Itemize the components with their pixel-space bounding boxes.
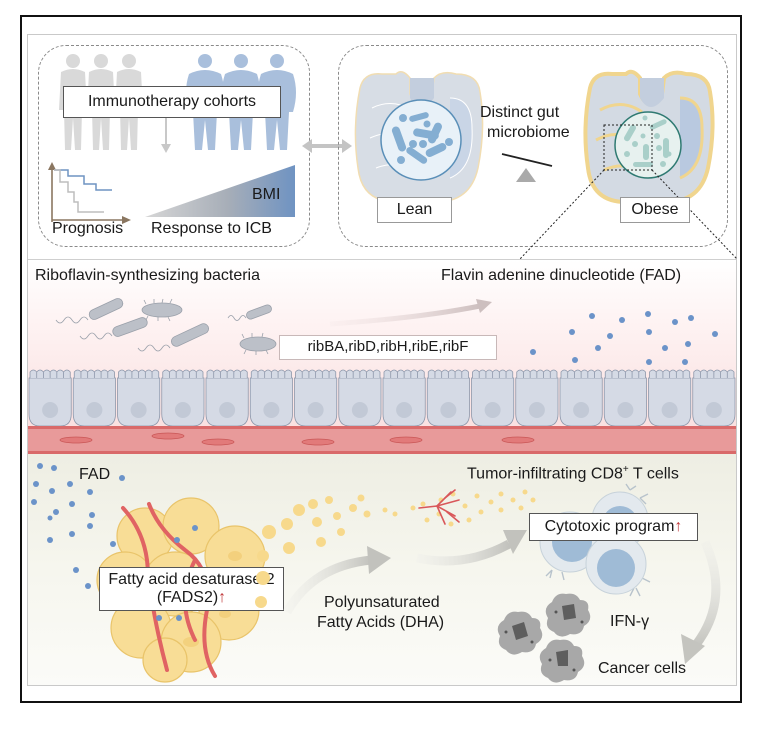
- microbiome-panel: [338, 45, 728, 247]
- flagellated-bacterium-icon: [55, 298, 124, 324]
- pufa-label-line1: Polyunsaturated: [324, 594, 440, 611]
- microbiome-label-line2: microbiome: [487, 124, 570, 141]
- epithelial-cell: [603, 369, 647, 427]
- epithelial-cell: [382, 369, 426, 427]
- down-arrow-icon: [161, 118, 171, 153]
- flagellated-bacterium-icon: [227, 304, 272, 321]
- flagellated-bacterium-icon: [79, 317, 148, 340]
- red-blood-cell: [201, 438, 235, 446]
- blood-vessel: [28, 426, 736, 454]
- cancer-cell: [539, 639, 585, 683]
- tcell-label: Tumor-infiltrating CD8+ T cells: [467, 464, 679, 483]
- figure-outer-frame: [20, 15, 742, 703]
- epithelial-cell: [72, 369, 116, 427]
- epithelial-cell: [515, 369, 559, 427]
- pili-bacterium-icon: [141, 298, 183, 322]
- microbiome-label-line1: Distinct gut: [480, 104, 560, 121]
- epithelial-cell: [28, 369, 72, 427]
- obese-microbiome-circle: [614, 111, 682, 179]
- pili-bacterium-icon: [239, 332, 277, 355]
- tcell-label-suffix: T cells: [628, 465, 679, 483]
- bmi-label: BMI: [252, 186, 281, 203]
- epithelial-cell: [161, 369, 205, 427]
- intestinal-epithelium: [28, 369, 736, 427]
- pufa-flow-arrow-1: [283, 546, 391, 615]
- balance-scale-icon: [501, 153, 553, 182]
- cohort-label: Immunotherapy cohorts: [63, 86, 281, 118]
- tcell-label-superscript: +: [622, 464, 629, 475]
- cytotoxic-label: Cytotoxic program: [544, 518, 675, 536]
- epithelial-cell: [117, 369, 161, 427]
- epithelial-cell: [205, 369, 249, 427]
- ifn-gamma-arrow: [681, 540, 721, 664]
- cytotoxic-label-box: Cytotoxic program↑: [529, 513, 698, 541]
- fad-dots-middle: [530, 311, 718, 365]
- synthesis-arrow-icon: [329, 299, 492, 327]
- epithelial-cell: [426, 369, 470, 427]
- cd8-t-cells-illustration: [539, 483, 651, 597]
- lean-microbiome-circle: [380, 99, 462, 181]
- red-blood-cell: [59, 436, 93, 444]
- red-blood-cell: [151, 432, 185, 440]
- cancer-cells-label: Cancer cells: [598, 660, 687, 677]
- bmi-gradient-wedge: [145, 165, 295, 217]
- red-blood-cell: [389, 436, 423, 444]
- epithelial-cell: [471, 369, 515, 427]
- epithelial-cell: [648, 369, 692, 427]
- ifn-gamma-label: IFN-γ: [610, 613, 650, 630]
- epithelial-cell: [692, 369, 736, 427]
- bacteria-illustration: [55, 298, 277, 355]
- pufa-label-line2: Fatty Acids (DHA): [317, 614, 445, 631]
- cancer-cell: [545, 593, 591, 637]
- fads2-label-line1: Fatty acid desaturase 2: [108, 570, 275, 588]
- tcell-label-prefix: Tumor-infiltrating CD8: [467, 465, 623, 483]
- fads2-gene-name: (FADS2): [156, 589, 219, 606]
- upregulation-arrow-icon: ↑: [674, 518, 683, 536]
- epithelial-cell: [338, 369, 382, 427]
- fad-dots-bottom: [31, 463, 125, 589]
- cancer-cells-illustration: [497, 593, 591, 683]
- fad-label-bottom: FAD: [79, 466, 111, 483]
- bacteria-label: Riboflavin-synthesizing bacteria: [35, 267, 260, 284]
- t-cell: [585, 533, 647, 595]
- obese-label: Obese: [620, 197, 690, 223]
- fad-title-label: Flavin adenine dinucleotide (FAD): [441, 267, 682, 284]
- epithelial-cell: [294, 369, 338, 427]
- pufa-flow-arrow-2: [416, 530, 527, 566]
- lean-label: Lean: [377, 197, 452, 223]
- epithelial-cell: [249, 369, 293, 427]
- upregulation-arrow-icon: ↑: [218, 589, 227, 606]
- fads2-label-box: Fatty acid desaturase 2 (FADS2)↑: [99, 567, 284, 611]
- dendritic-red-structure: [418, 489, 460, 525]
- survival-curve-icon: [48, 162, 131, 224]
- rib-genes-label: ribBA,ribD,ribH,ribE,ribF: [279, 335, 497, 360]
- epithelial-cell: [559, 369, 603, 427]
- response-label: Response to ICB: [151, 220, 272, 237]
- flagellated-bacterium-icon: [137, 323, 209, 352]
- red-blood-cell: [501, 436, 535, 444]
- red-blood-cell: [301, 438, 335, 446]
- fads2-label-line2: (FADS2)↑: [157, 589, 226, 607]
- cancer-cell: [497, 611, 543, 655]
- pufa-droplets: [255, 489, 536, 608]
- panel-divider: [28, 259, 736, 260]
- prognosis-label: Prognosis: [52, 220, 124, 237]
